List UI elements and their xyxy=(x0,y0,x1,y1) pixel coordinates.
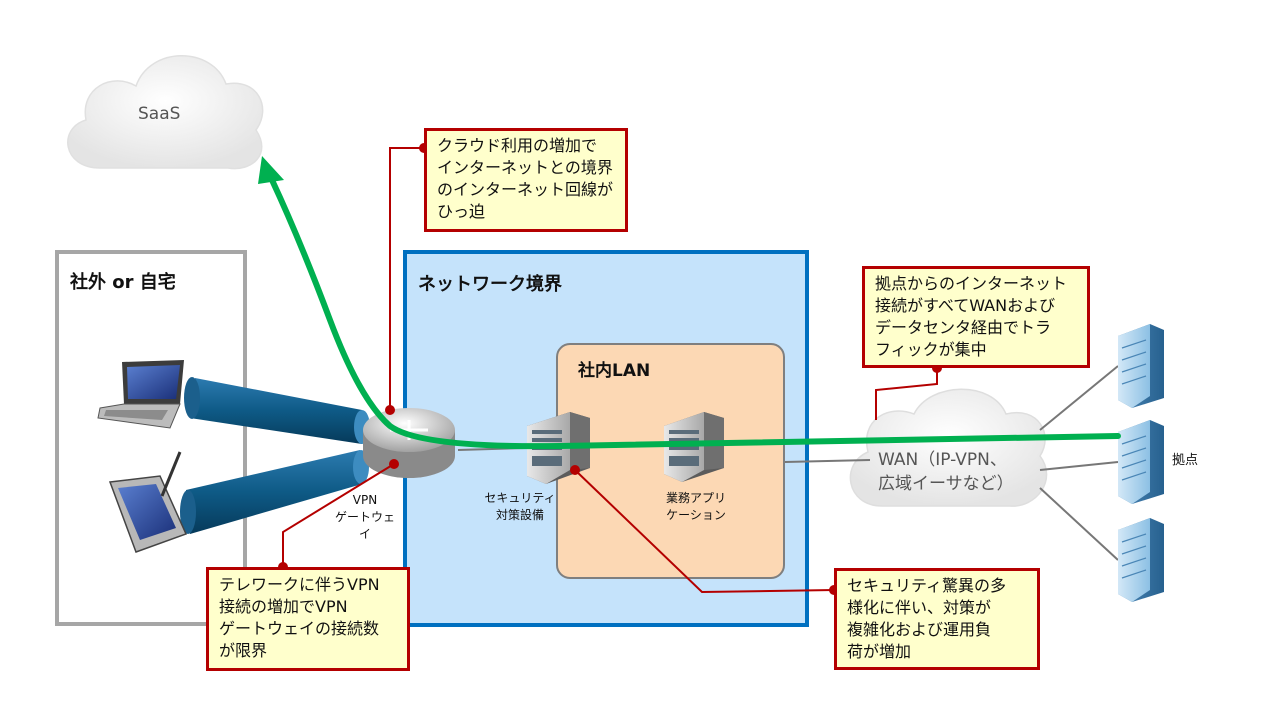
internal-lan-label: 社内LAN xyxy=(578,361,651,381)
branch-building-bottom-icon xyxy=(1118,518,1164,602)
wan-cloud-icon xyxy=(849,388,1048,507)
callout-cloud-usage: クラウド利用の増加で インターネットとの境界 のインターネット回線が ひっ迫 xyxy=(424,128,628,232)
vpn-gateway-label: VPN ゲートウェイ xyxy=(334,493,395,541)
vpn-tunnel-tablet xyxy=(180,450,369,534)
branch-building-middle-icon xyxy=(1118,420,1164,504)
wan-label: WAN（IP-VPN、 広域イーサなど） xyxy=(878,450,1014,494)
saas-cloud-icon xyxy=(67,55,264,170)
saas-label: SaaS xyxy=(138,104,181,124)
tablet-icon xyxy=(108,451,188,553)
callout-leaders xyxy=(282,147,938,594)
traffic-arrow-head xyxy=(258,156,284,184)
security-device-label: セキュリティ 対策設備 xyxy=(484,491,556,522)
branch-label: 拠点 xyxy=(1172,453,1199,468)
laptop-icon xyxy=(97,360,184,429)
vpn-tunnel-laptop xyxy=(184,377,370,444)
remote-zone-label: 社外 or 自宅 xyxy=(70,272,176,293)
callout-telework-vpn: テレワークに伴うVPN 接続の増加でVPN ゲートウェイの接続数 が限界 xyxy=(206,567,410,671)
callout-security-threats: セキュリティ驚異の多 様化に伴い、対策が 複雑化および運用負 荷が増加 xyxy=(834,568,1040,670)
remote-zone xyxy=(55,250,247,626)
business-app-label: 業務アプリ ケーション xyxy=(665,491,726,522)
network-boundary-label: ネットワーク境界 xyxy=(418,274,562,295)
callout-branch-traffic: 拠点からのインターネット 接続がすべてWANおよび データセンタ経由でトラ フィ… xyxy=(862,266,1090,368)
traffic-flow-path xyxy=(258,156,1121,450)
app-server-icon xyxy=(664,412,724,482)
branch-building-top-icon xyxy=(1118,324,1164,408)
